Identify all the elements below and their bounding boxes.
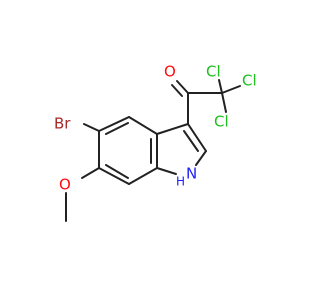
atom-label-n: N bbox=[186, 165, 197, 183]
bond-ccl3-cl3 bbox=[221, 92, 227, 113]
bond-c3-c2-inner bbox=[183, 130, 199, 152]
bond-ccarbonyl-o bbox=[176, 80, 189, 94]
bond-n1-c7a bbox=[156, 167, 177, 175]
bond-c7-c6 bbox=[98, 167, 130, 185]
bond-c5-br bbox=[83, 123, 100, 132]
bond-c3a-c3 bbox=[156, 123, 189, 135]
bond-layer bbox=[65, 79, 241, 222]
atom-label-br: Br bbox=[54, 115, 71, 133]
atom-label-cl2: Cl bbox=[242, 72, 257, 90]
atom-label-h: H bbox=[176, 175, 185, 189]
bond-c5-c4-inner bbox=[105, 122, 129, 135]
atom-label-cl1: Cl bbox=[206, 63, 221, 81]
bond-ccl3-cl2 bbox=[221, 85, 241, 94]
atom-label-cl3: Cl bbox=[214, 113, 229, 131]
bond-ccl3-cl1 bbox=[218, 79, 223, 94]
molecule-diagram: Br O Cl Cl Cl O N H bbox=[54, 63, 257, 222]
bond-c7-c6-inner bbox=[105, 164, 129, 179]
bond-c4-c3a bbox=[128, 116, 158, 135]
atom-label-o-carbonyl: O bbox=[164, 63, 176, 81]
bond-c3-c2 bbox=[187, 123, 207, 152]
bond-c6-omethoxy bbox=[81, 167, 100, 179]
bond-c5-c4 bbox=[98, 116, 130, 132]
atom-label-o-methoxy: O bbox=[59, 176, 71, 194]
bond-c2-n1 bbox=[195, 150, 207, 166]
bond-c7a-c7 bbox=[128, 167, 158, 185]
bond-ccarbonyl-o-double bbox=[171, 84, 183, 97]
atom-label-layer: Br O Cl Cl Cl O N H bbox=[54, 63, 257, 194]
